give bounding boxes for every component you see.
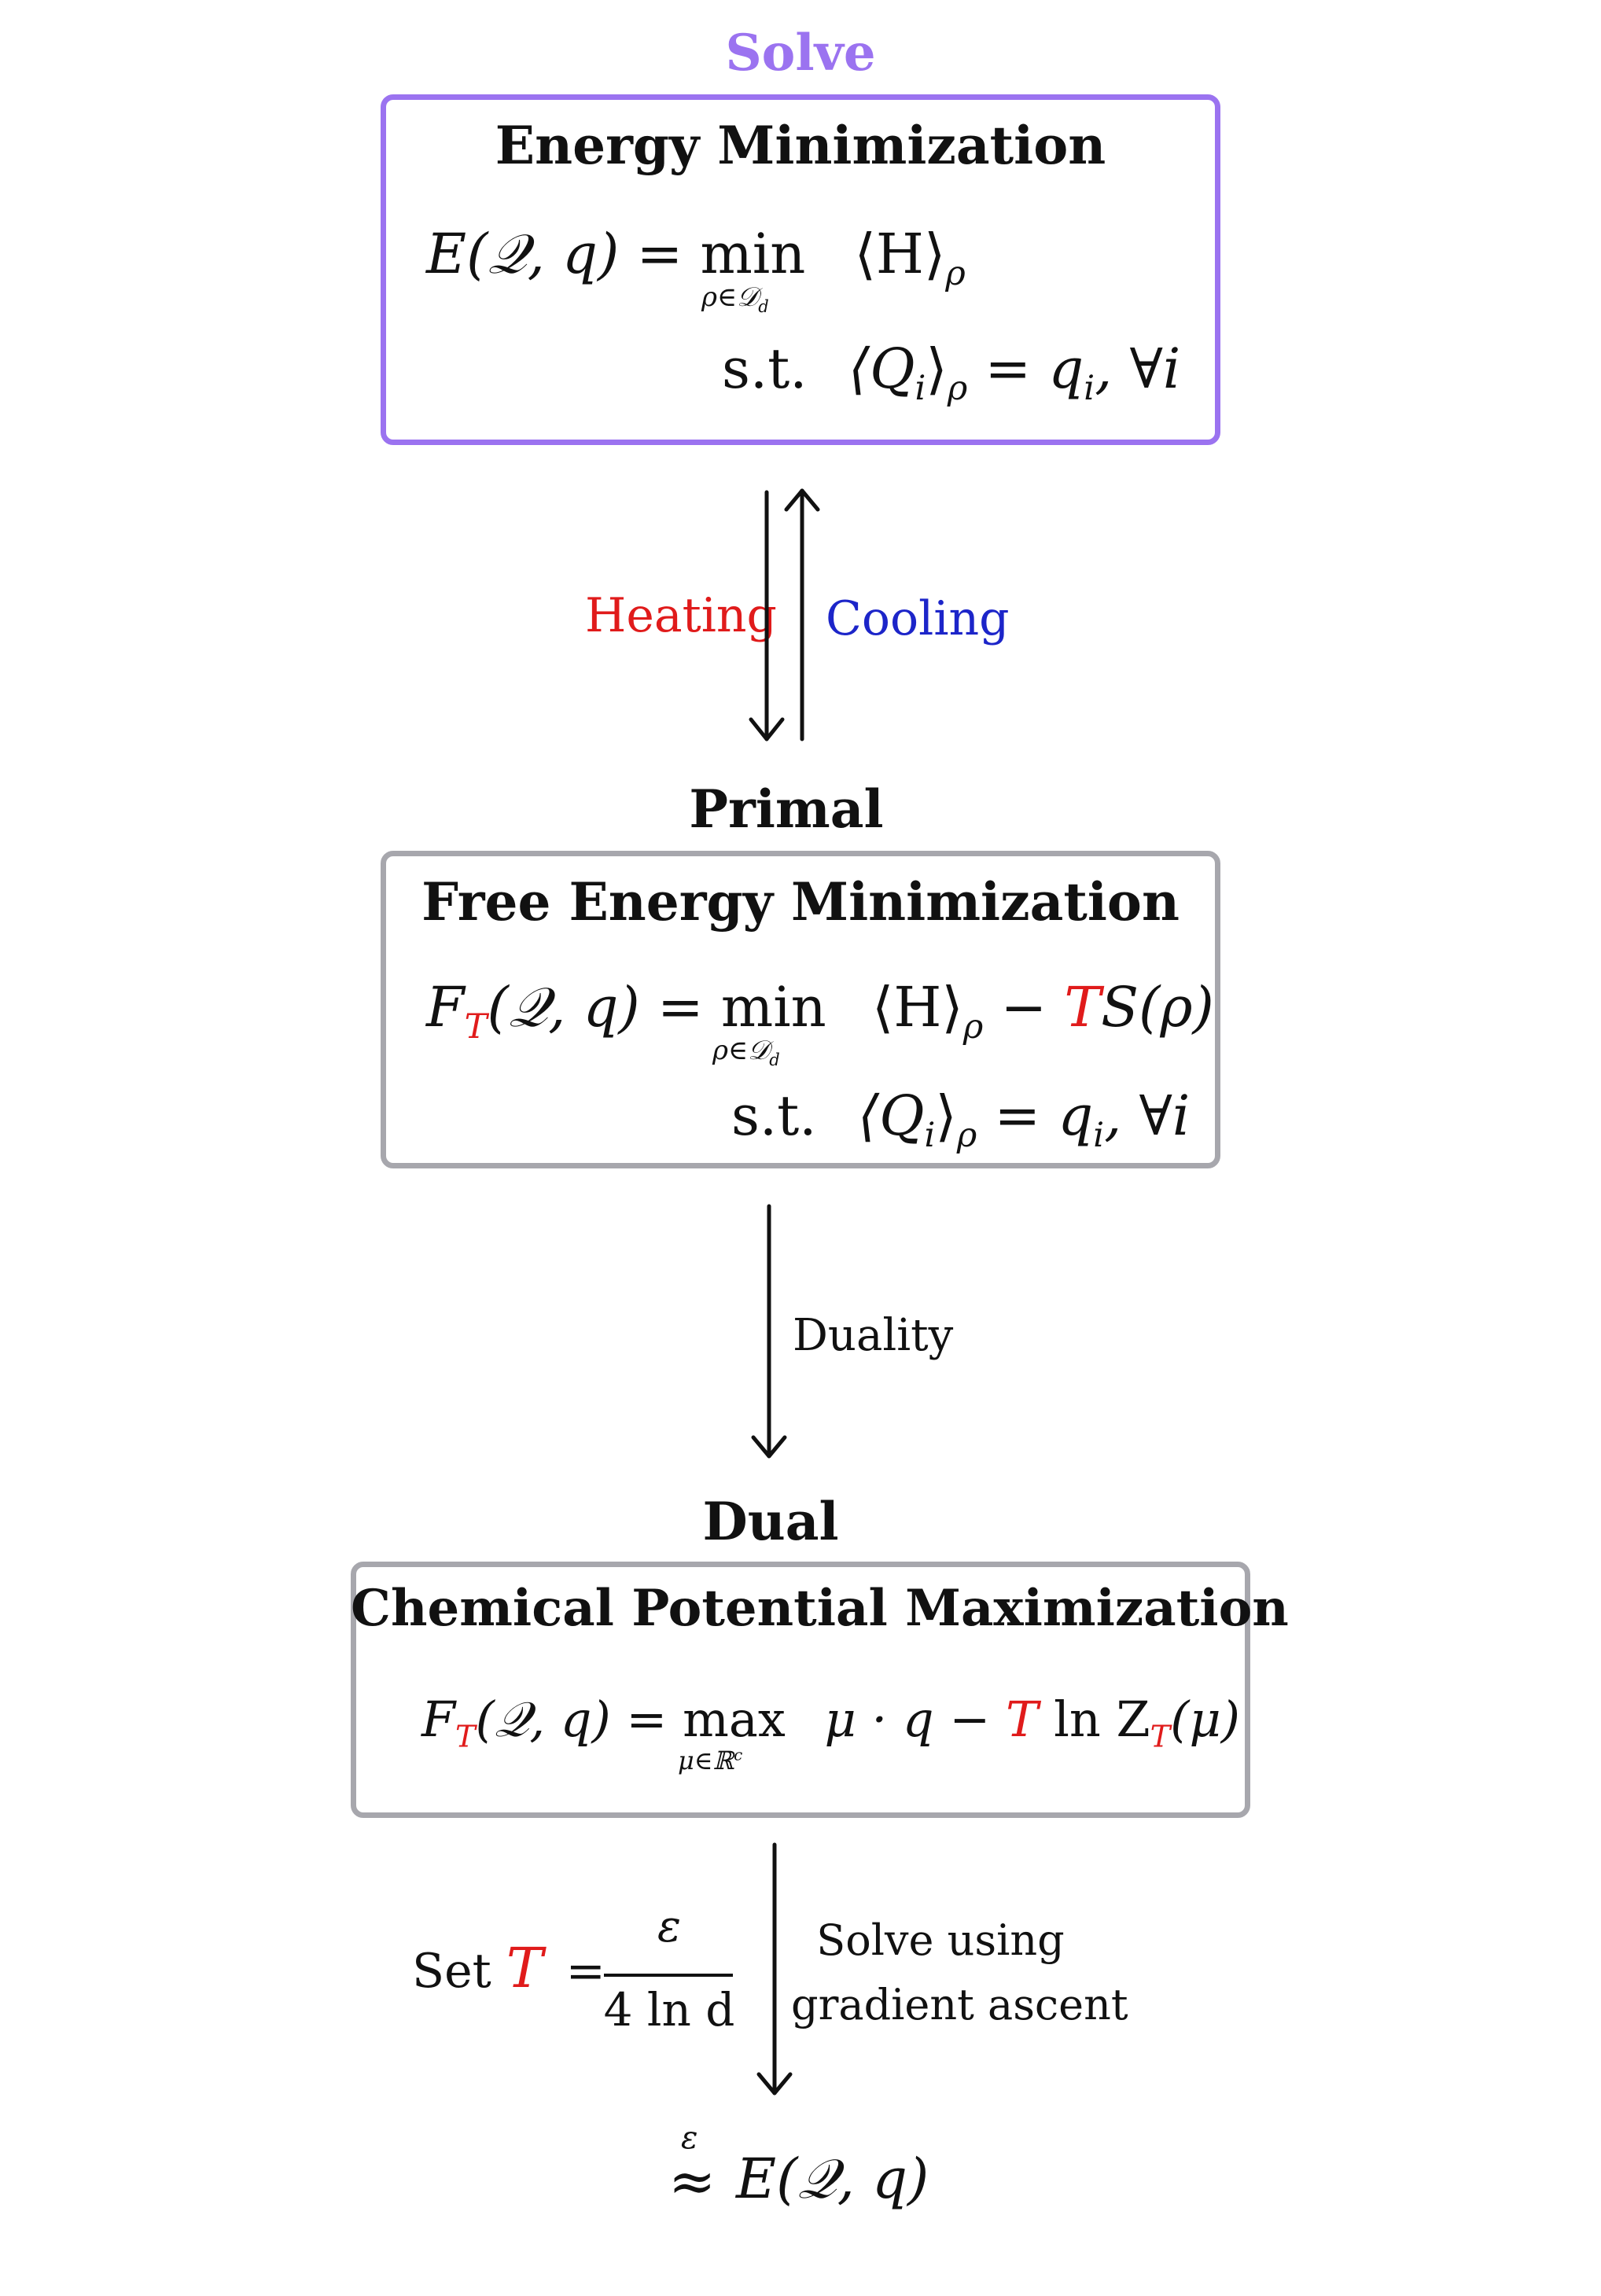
chem-under-sup: c <box>734 1746 743 1764</box>
duality-arrow <box>751 1204 787 1459</box>
energy-constraint-close: ⟩ <box>926 337 948 401</box>
free-st: s.t. <box>731 1084 817 1148</box>
energy-min-op: min <box>700 222 806 286</box>
energy-rhs-sub: ρ <box>945 254 966 293</box>
energy-rhs: ⟨H⟩ <box>854 222 946 286</box>
cooling-arrow <box>784 488 820 741</box>
chem-lhs-rest: (𝒬, q) <box>475 1691 611 1748</box>
energy-constraint-eq: = q <box>985 337 1084 401</box>
set-T-symbol: T <box>506 1936 543 2000</box>
set-T-denominator: 4 ln d <box>603 1983 735 2037</box>
free-rhs-minus: − <box>983 975 1065 1039</box>
gradient-ascent-arrow <box>756 1842 793 2095</box>
solve-label: Solve <box>725 24 876 83</box>
chem-lhs-T: T <box>455 1719 476 1755</box>
free-rhs-T: T <box>1064 975 1102 1039</box>
energy-equation-line2: s.t. ⟨Qi⟩ρ = qi, ∀i <box>722 337 1180 408</box>
free-energy-title: Free Energy Minimization <box>421 871 1180 933</box>
chem-under-text: μ∈ℝ <box>678 1746 734 1775</box>
cooling-label: Cooling <box>826 591 1010 646</box>
free-min-under: ρ∈𝒟d <box>712 1035 780 1069</box>
free-energy-box <box>381 851 1220 1168</box>
free-energy-equation-line2: s.t. ⟨Qi⟩ρ = qi, ∀i <box>731 1084 1190 1155</box>
chem-max-op: max <box>683 1691 786 1748</box>
free-rhs-S: S(ρ) <box>1101 975 1214 1039</box>
set-T-fraction-bar <box>604 1974 733 1977</box>
free-constraint-rho: ρ <box>956 1116 977 1155</box>
set-T-expression: Set T = <box>412 1936 605 2000</box>
solve-using-line1: Solve using <box>816 1915 1065 1965</box>
chem-lhs-F: F <box>421 1691 456 1748</box>
approx-symbol: ≈ <box>668 2148 716 2214</box>
free-under-sub: d <box>769 1049 780 1069</box>
energy-constraint-rho: ρ <box>947 369 968 408</box>
free-rhs-a-sub: ρ <box>962 1007 984 1047</box>
free-under-text: ρ∈𝒟 <box>712 1035 770 1066</box>
chem-rhs-tail: (μ) <box>1170 1691 1240 1748</box>
free-rhs-a: ⟨H⟩ <box>872 975 963 1039</box>
free-constraint-i: i <box>924 1116 936 1155</box>
energy-equation-line1: E(𝒬, q) = min ⟨H⟩ρ <box>426 222 966 293</box>
heating-label: Heating <box>585 588 777 643</box>
chem-rhs-ln: ln Z <box>1038 1691 1150 1748</box>
free-lhs-rest: (𝒬, q) <box>487 975 640 1039</box>
free-lhs-T: T <box>464 1007 488 1047</box>
energy-constraint-tail: , ∀i <box>1095 337 1181 401</box>
chem-rhs-T: T <box>1006 1691 1039 1748</box>
energy-minimization-box <box>381 94 1220 445</box>
energy-constraint-i: i <box>915 369 926 408</box>
free-constraint-close: ⟩ <box>935 1084 957 1148</box>
primal-label: Primal <box>689 778 884 840</box>
chemical-potential-title: Chemical Potential Maximization <box>351 1579 1289 1638</box>
energy-min-under: ρ∈𝒟d <box>701 281 769 316</box>
energy-constraint-a: ⟨Q <box>848 337 915 401</box>
solve-using-line2: gradient ascent <box>791 1980 1128 2029</box>
energy-constraint-qi: i <box>1084 369 1095 408</box>
free-energy-equation-line1: FT(𝒬, q) = min ⟨H⟩ρ − TS(ρ) <box>426 975 1214 1047</box>
free-lhs-F: F <box>426 975 465 1039</box>
dual-label: Dual <box>702 1491 839 1552</box>
energy-under-text: ρ∈𝒟 <box>701 281 759 313</box>
energy-minimization-title: Energy Minimization <box>495 115 1106 176</box>
set-eq: = <box>565 1944 605 1999</box>
heating-arrow <box>749 490 785 741</box>
energy-st: s.t. <box>722 337 808 401</box>
energy-under-sub: d <box>758 296 769 316</box>
energy-lhs: E(𝒬, q) <box>426 222 620 286</box>
free-constraint-tail: , ∀i <box>1104 1084 1191 1148</box>
duality-label: Duality <box>793 1310 954 1361</box>
set-T-numerator: ε <box>657 1901 682 1952</box>
chem-rhs-a: μ · q − <box>824 1691 1006 1748</box>
chem-rhs-ZT: T <box>1150 1719 1171 1755</box>
set-word: Set <box>412 1944 491 1999</box>
chemical-potential-box <box>351 1562 1250 1818</box>
free-constraint-a: ⟨Q <box>857 1084 925 1148</box>
free-constraint-eq: = q <box>994 1084 1094 1148</box>
result-expression: E(𝒬, q) <box>736 2147 929 2211</box>
chem-max-under: μ∈ℝc <box>678 1746 742 1775</box>
chemical-potential-equation: FT(𝒬, q) = max μ · q − T ln ZT(μ) <box>421 1691 1240 1755</box>
approx-epsilon: ε <box>681 2120 698 2156</box>
free-constraint-qi: i <box>1093 1116 1105 1155</box>
free-min-op: min <box>720 975 826 1039</box>
